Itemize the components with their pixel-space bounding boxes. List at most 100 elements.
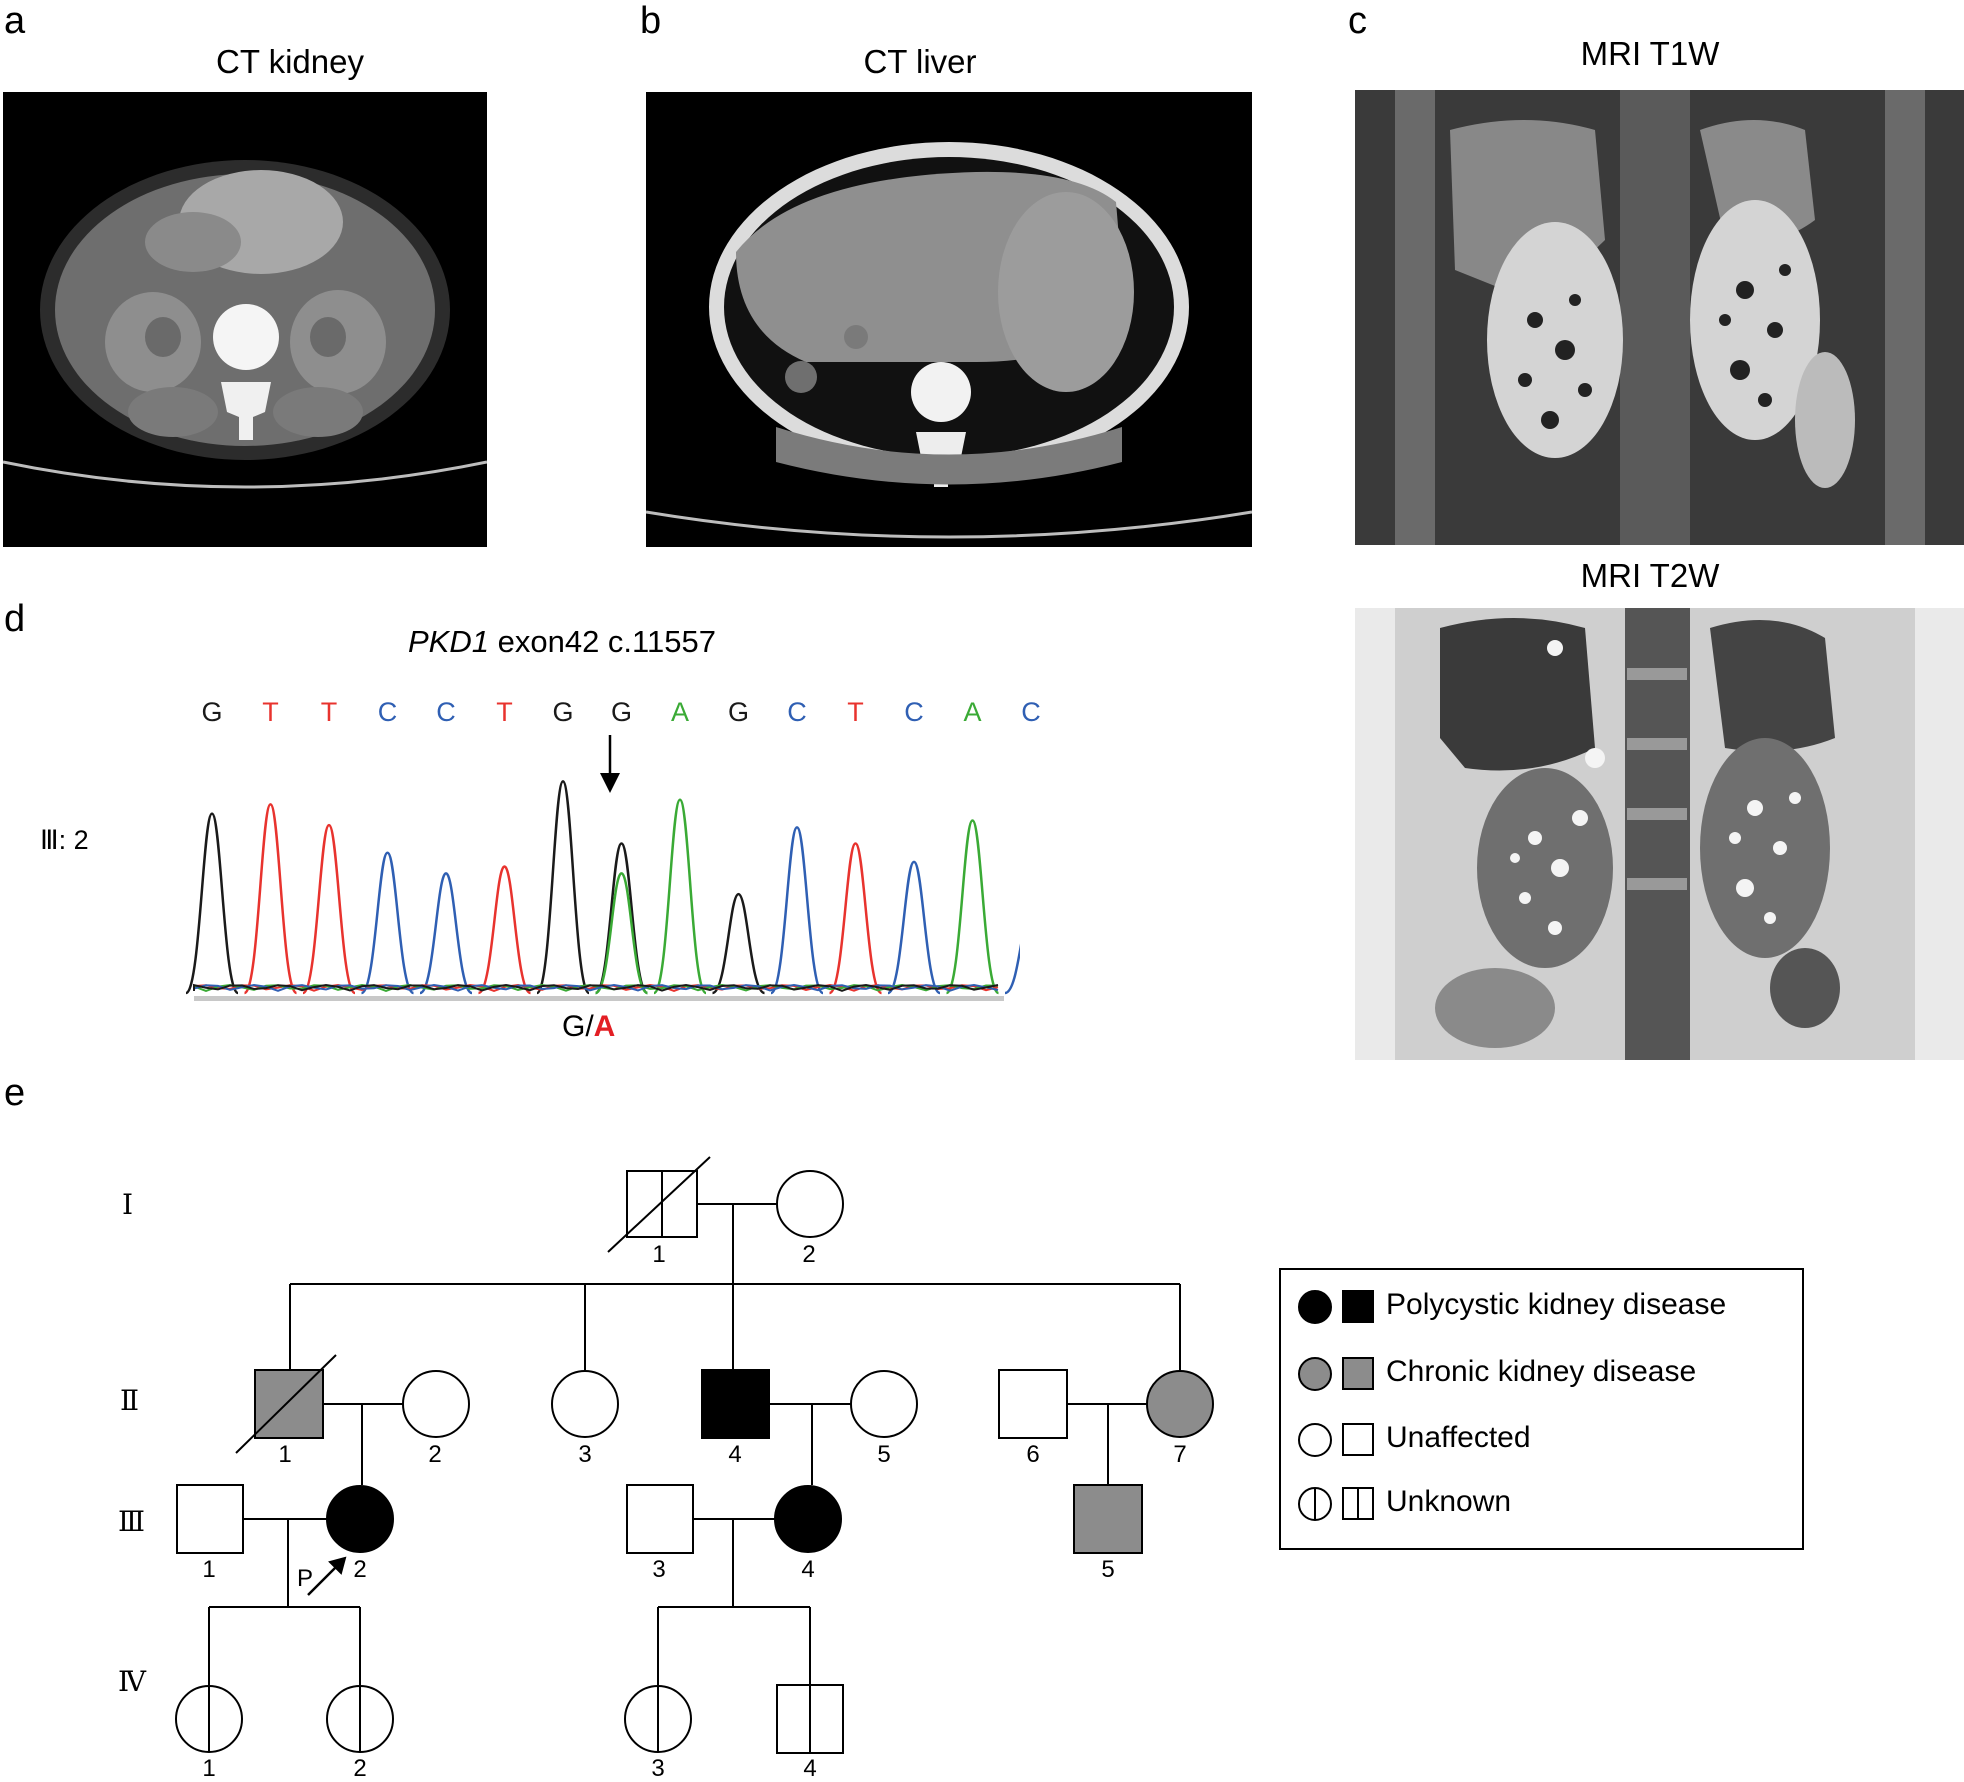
proband-label: P	[297, 1565, 314, 1592]
label-II-2: 2	[428, 1441, 442, 1468]
trace-peak-13	[887, 860, 941, 995]
sequence-base-14: A	[963, 697, 982, 727]
sequence-base-9: A	[670, 697, 689, 727]
sequence-base-6: T	[496, 697, 513, 727]
variant-arrow-head	[600, 773, 620, 793]
sequence-base-11: C	[787, 697, 807, 727]
label-III-1: 1	[202, 1556, 216, 1583]
label-IV-3: 3	[651, 1755, 665, 1782]
individual-II-6	[998, 1369, 1068, 1439]
label-IV-1: 1	[202, 1755, 216, 1782]
trace-peak-15	[1004, 943, 1020, 995]
individual-I-1	[607, 1156, 711, 1253]
legend-unknown-circle-icon	[1298, 1487, 1332, 1521]
legend-ckd-circle-icon	[1298, 1357, 1332, 1391]
legend-label-pkd: Polycystic kidney disease	[1386, 1288, 1727, 1321]
trace-peak-14	[945, 819, 1000, 995]
sequence-base-2: T	[262, 697, 279, 727]
pedigree-legend: Polycystic kidney disease Chronic kidney…	[1279, 1268, 1804, 1550]
trace-peak-12	[828, 842, 883, 995]
panel-d-letter: d	[4, 598, 26, 640]
legend-ckd-square-icon	[1342, 1357, 1374, 1390]
sequence-base-15: C	[1021, 697, 1041, 727]
trace-peak-6	[477, 865, 532, 995]
label-III-5: 5	[1101, 1556, 1115, 1583]
trace-peak-9	[652, 798, 708, 995]
genotype-alt: A	[593, 1010, 616, 1043]
ct-kidney-image	[3, 92, 487, 547]
label-I-1: 1	[652, 1241, 666, 1268]
individual-IV-3	[624, 1685, 692, 1753]
individual-III-1	[176, 1484, 244, 1554]
individual-II-5	[850, 1370, 918, 1438]
label-III-3: 3	[652, 1556, 666, 1583]
individual-IV-2	[326, 1685, 394, 1753]
genotype-ref: G/	[562, 1010, 594, 1043]
individual-II-2	[402, 1370, 470, 1438]
sequence-base-13: C	[904, 697, 924, 727]
generation-label-4: Ⅳ	[118, 1667, 146, 1698]
legend-unknown-square-icon	[1342, 1487, 1374, 1520]
individual-II-1	[235, 1354, 337, 1454]
legend-label-unknown: Unknown	[1386, 1485, 1512, 1518]
sequence-base-4: C	[377, 697, 398, 727]
label-II-5: 5	[877, 1441, 891, 1468]
mri-t2w-scan-graphic	[1355, 608, 1964, 1060]
trace-peak-10	[711, 892, 766, 995]
pedigree-lines	[208, 1203, 1181, 1685]
panel-c-title-top: MRI T1W	[1580, 35, 1720, 72]
ct-liver-image	[646, 92, 1252, 547]
trace-peak-3	[301, 823, 357, 995]
label-I-2: 2	[802, 1241, 816, 1268]
trace-peak-8	[594, 842, 649, 995]
panel-a-title: CT kidney	[216, 43, 364, 80]
individual-III-5	[1073, 1484, 1143, 1554]
trace-peak-5	[419, 872, 473, 995]
trace-peak-variant-alt	[594, 872, 649, 995]
legend-pkd-square-icon	[1342, 1290, 1374, 1323]
individual-II-7	[1146, 1370, 1214, 1438]
pedigree-chart	[175, 1156, 1214, 1754]
label-IV-4: 4	[803, 1755, 817, 1782]
sequence-base-5: C	[436, 697, 456, 727]
label-III-4: 4	[801, 1556, 815, 1583]
variant-position: exon42 c.11557	[497, 624, 716, 659]
individual-III-3	[626, 1484, 694, 1554]
generation-label-3: Ⅲ	[118, 1507, 146, 1538]
mri-t1w-image	[1355, 90, 1964, 545]
individual-I-2	[776, 1170, 844, 1238]
legend-label-ckd: Chronic kidney disease	[1386, 1355, 1697, 1388]
trace-noise-3	[193, 983, 999, 992]
ct-kidney-scan-graphic	[3, 160, 487, 489]
individual-III-4	[774, 1485, 842, 1553]
trace-noise-4	[193, 983, 999, 992]
label-II-3: 3	[578, 1441, 592, 1468]
mri-t2w-image	[1355, 608, 1964, 1060]
sequence-base-7: G	[552, 697, 574, 727]
sequence-base-3: T	[320, 697, 338, 727]
panel-c-letter: c	[1348, 0, 1367, 42]
trace-peak-4	[360, 851, 415, 995]
individual-II-4	[701, 1369, 770, 1439]
gene-name: PKD1	[408, 624, 489, 659]
mri-t1w-scan-graphic	[1355, 90, 1964, 545]
label-II-1: 1	[278, 1441, 292, 1468]
trace-peak-11	[769, 826, 825, 995]
label-II-4: 4	[728, 1441, 742, 1468]
generation-label-1: Ⅰ	[122, 1190, 134, 1221]
label-III-2: 2	[353, 1556, 367, 1583]
label-II-7: 7	[1173, 1441, 1187, 1468]
legend-unaffected-square-icon	[1342, 1423, 1374, 1456]
legend-pkd-circle-icon	[1298, 1290, 1332, 1324]
sequence-base-8: G	[610, 697, 632, 727]
sequence-title: PKD1 exon42 c.11557	[408, 624, 716, 660]
trace-peak-7	[535, 780, 591, 995]
panel-b-title: CT liver	[863, 43, 977, 80]
legend-unaffected-circle-icon	[1298, 1423, 1332, 1457]
individual-III-2	[326, 1485, 394, 1553]
label-IV-2: 2	[353, 1755, 367, 1782]
genotype-label: G/A	[562, 1010, 615, 1044]
sample-label: Ⅲ: 2	[40, 825, 89, 855]
trace-peak-2	[243, 803, 298, 995]
